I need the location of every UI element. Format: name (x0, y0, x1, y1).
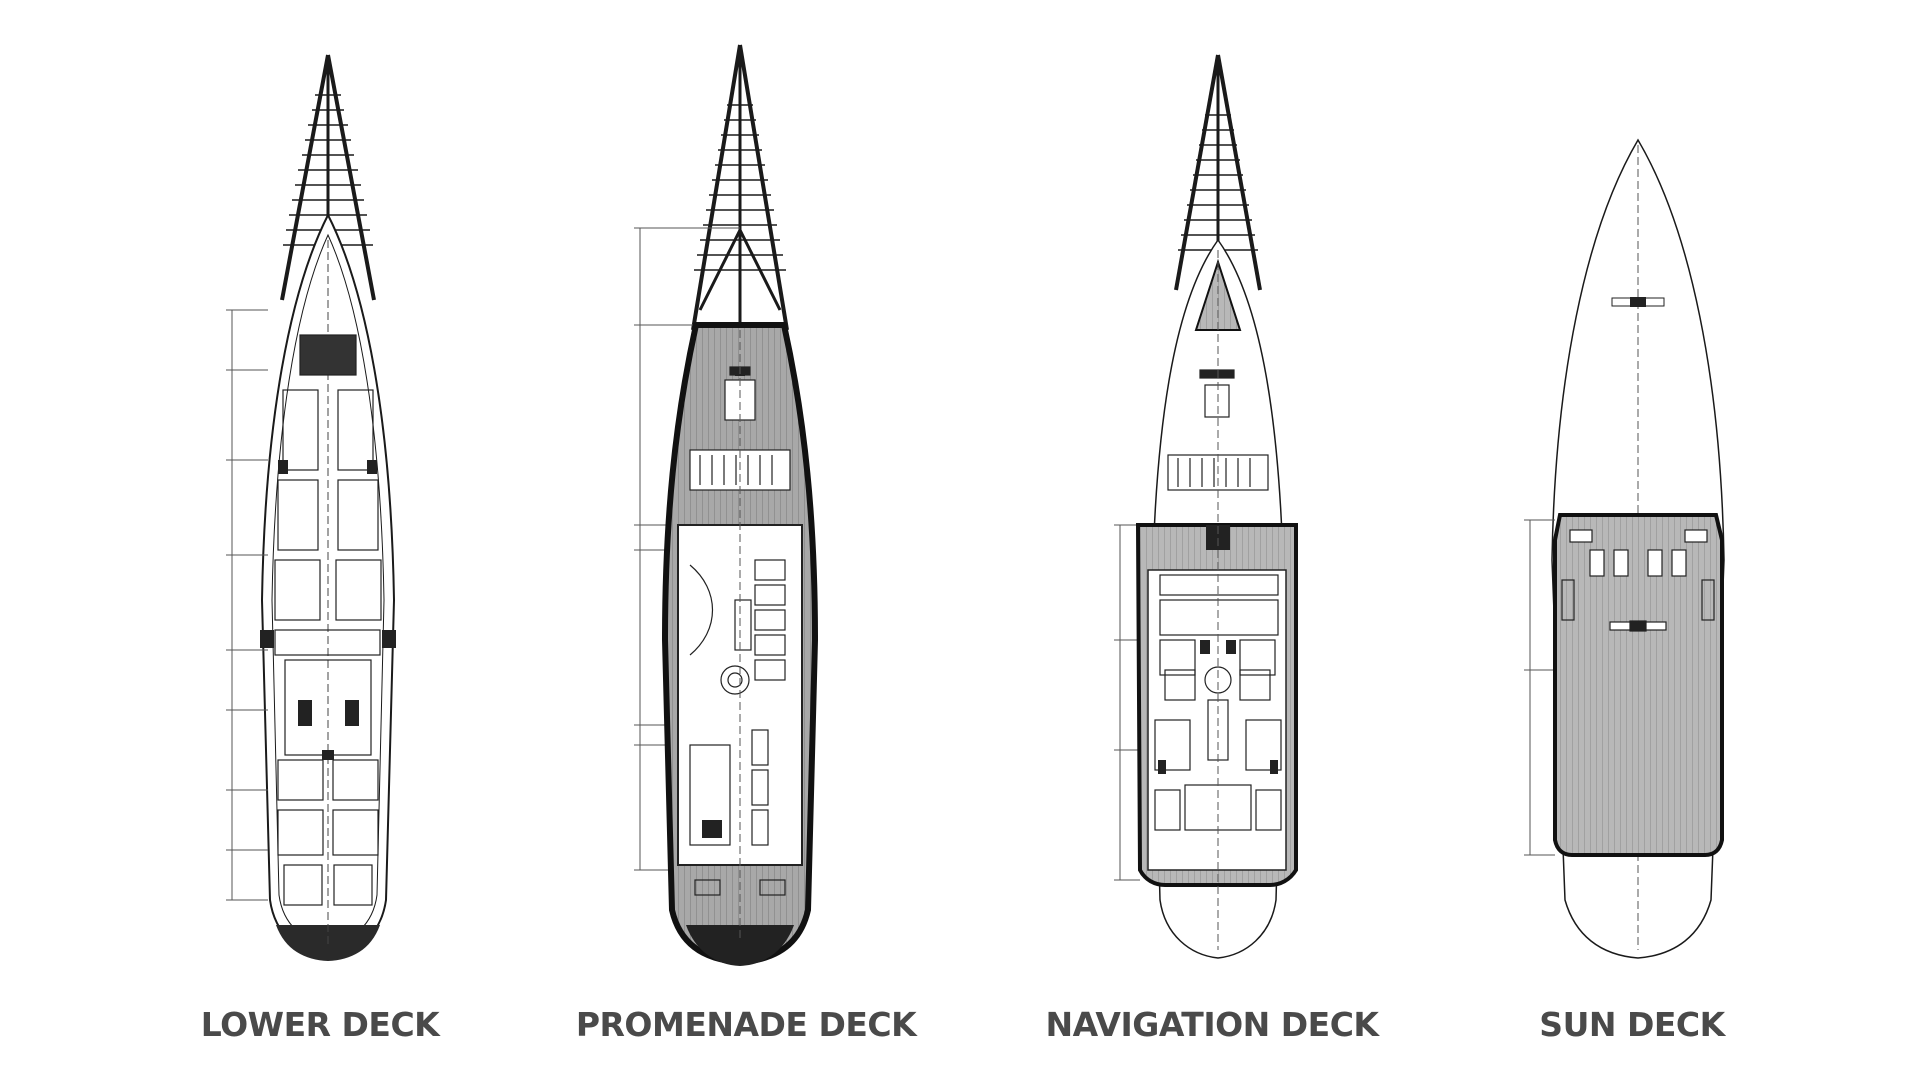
sun-deck-plan (1524, 138, 1725, 959)
sun-deck-fore-fixture (1611, 297, 1665, 307)
lower-deck-plan (226, 54, 396, 961)
promenade-deck-stern (686, 925, 794, 966)
sun-deck-lounge-area (1553, 513, 1724, 857)
sun-deck-dimension-lines (1524, 519, 1555, 856)
navigation-deck-dimension-lines (1114, 524, 1140, 881)
promenade-deck-bowsprit (691, 44, 789, 331)
promenade-deck-label: PROMENADE DECK (575, 1005, 917, 1044)
navigation-deck-plan (1114, 54, 1298, 959)
navigation-deck-label: NAVIGATION DECK (1045, 1005, 1379, 1044)
promenade-deck-plan (634, 44, 819, 966)
lower-deck-cabins (274, 334, 382, 906)
lower-deck-label: LOWER DECK (200, 1005, 440, 1044)
sun-deck-label: SUN DECK (1539, 1005, 1725, 1044)
lower-deck-fixtures (260, 460, 396, 760)
lower-deck-dimension-lines (226, 309, 268, 901)
sun-deck-loungers (1561, 529, 1715, 632)
